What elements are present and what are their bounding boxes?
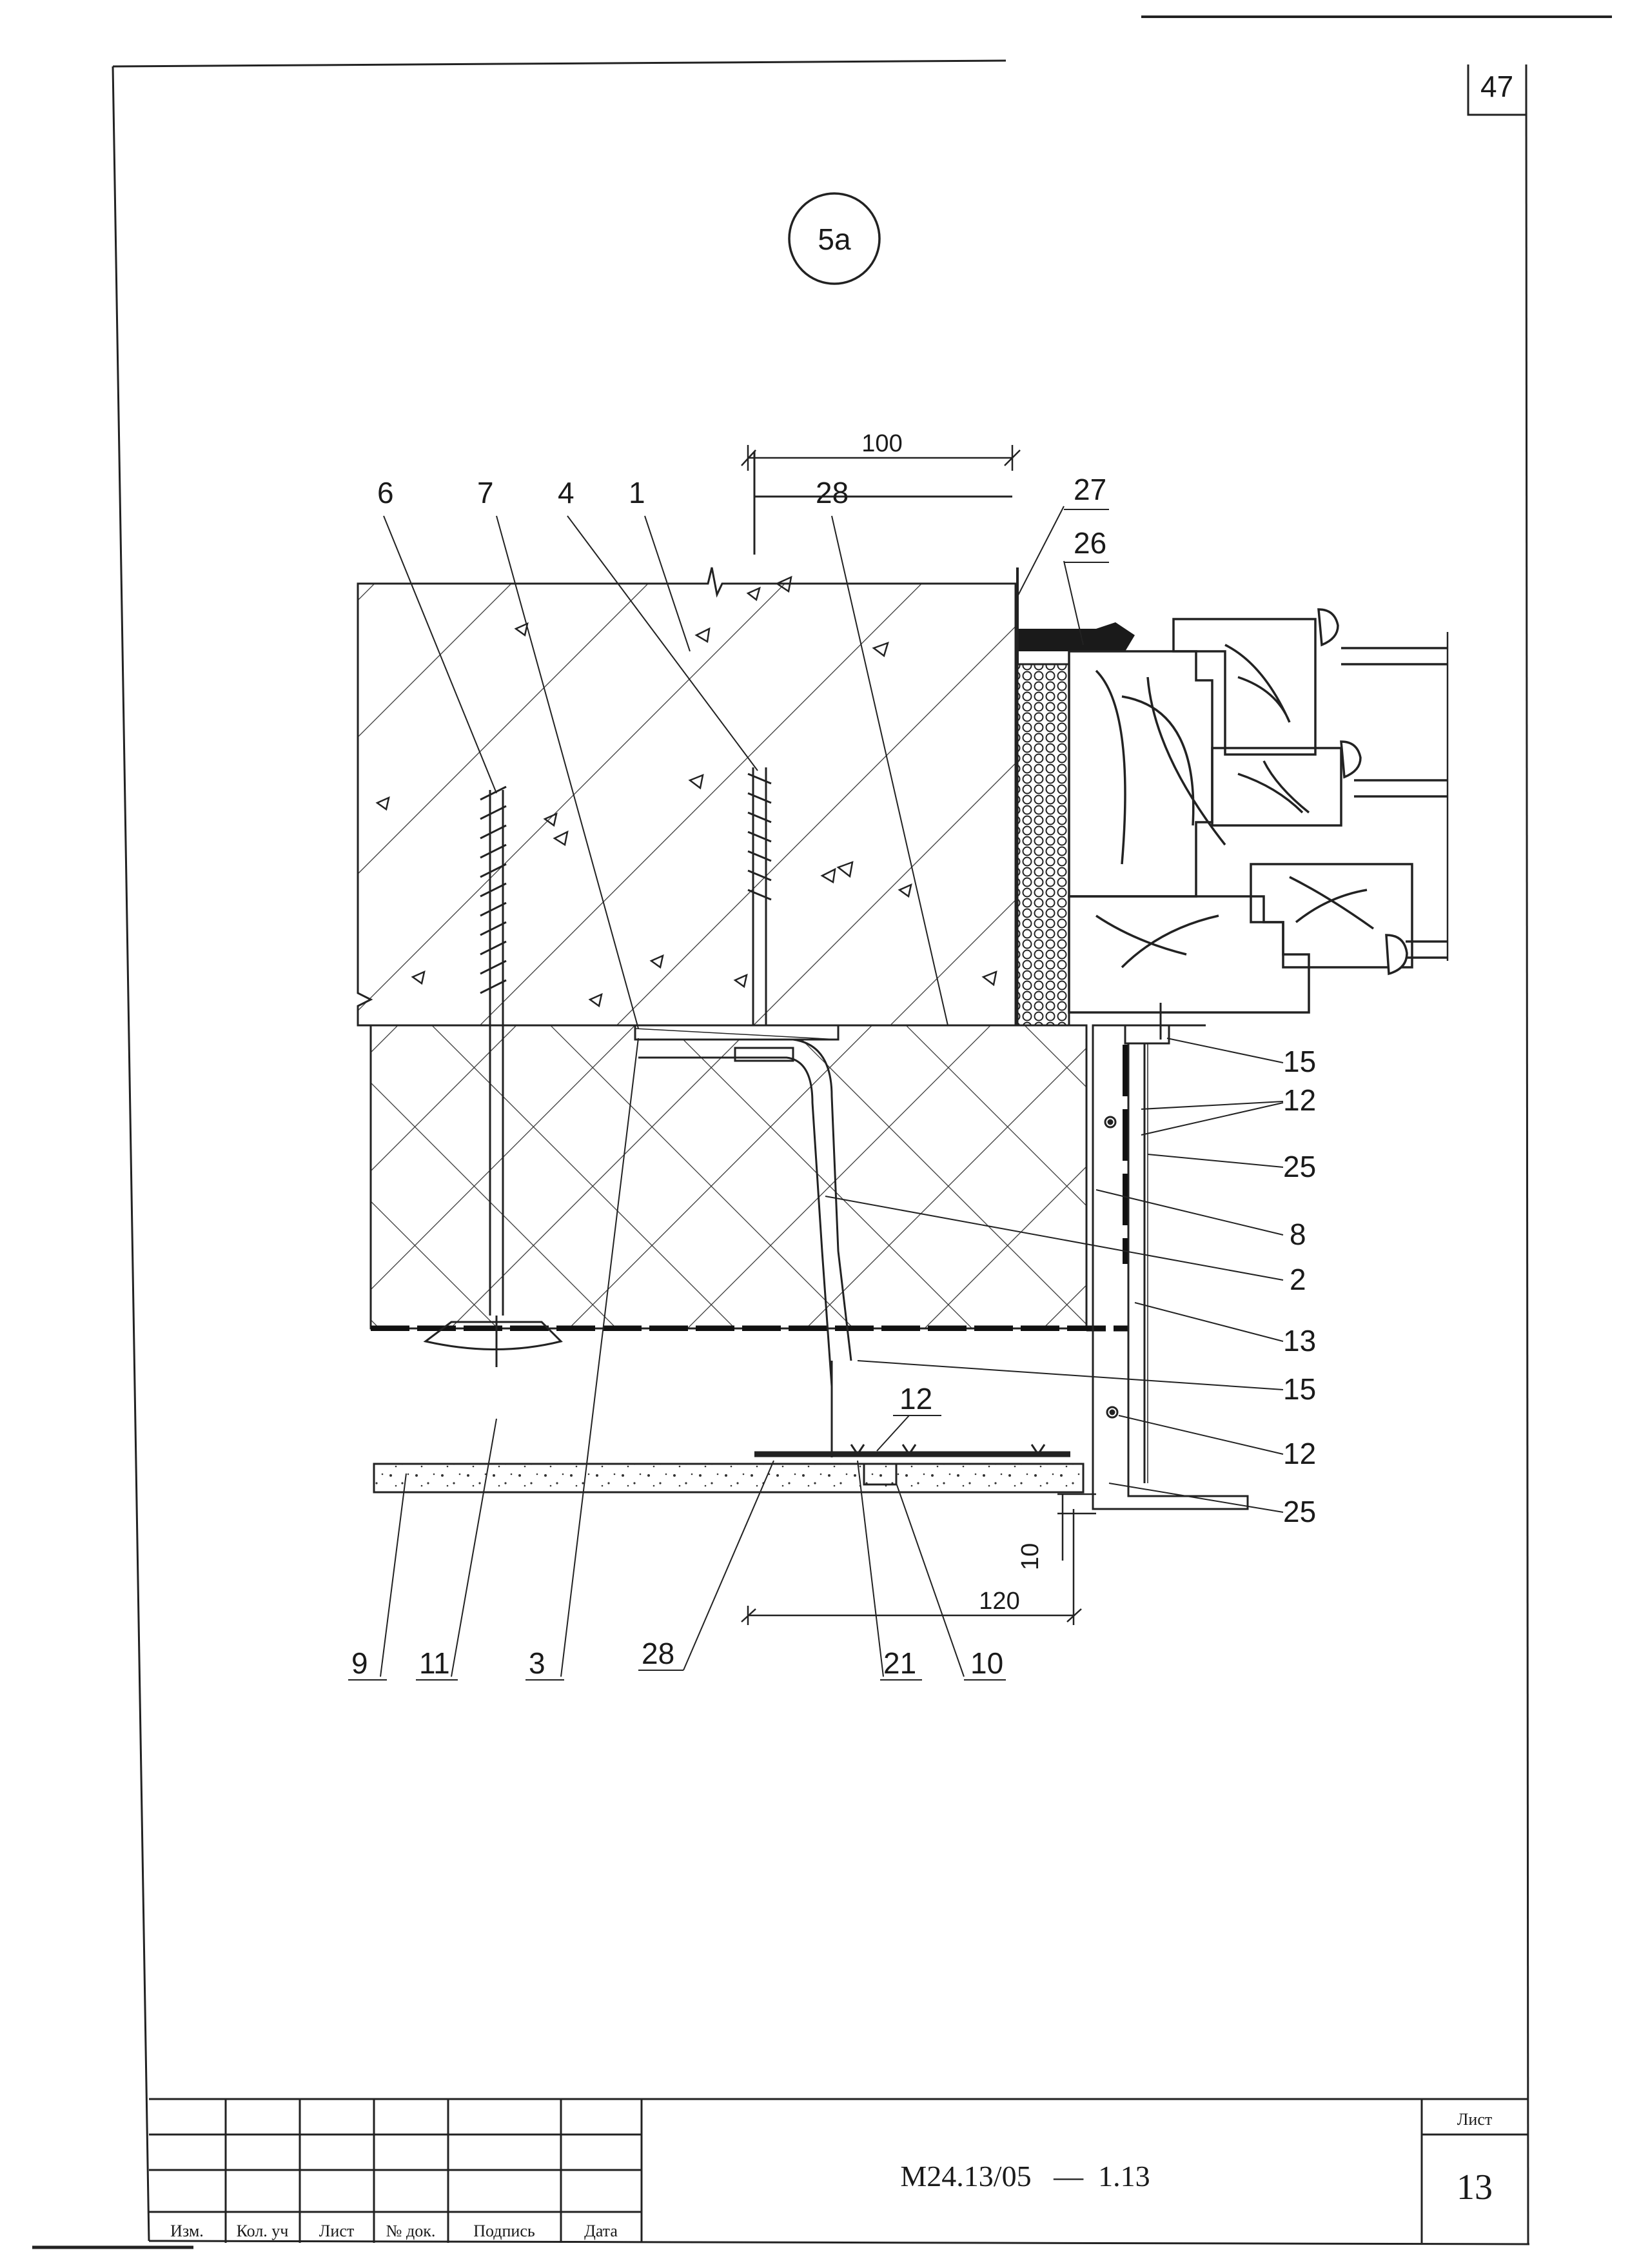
guide-rail: [754, 1444, 1070, 1486]
insulation-layer: [369, 1024, 1088, 1330]
window-frame: [1068, 608, 1449, 1014]
callout-9: 9: [351, 1646, 368, 1680]
callout-25-top: 25: [1283, 1150, 1316, 1183]
page-number: 47: [1480, 70, 1513, 103]
callout-27: 27: [1074, 473, 1106, 506]
tb-col-kol: Кол. уч: [237, 2222, 289, 2240]
callout-26: 26: [1074, 526, 1106, 560]
dimension-vertical: 10: [1017, 1543, 1044, 1570]
sealant-strip: [1017, 622, 1135, 651]
tb-col-doc: № док.: [386, 2222, 436, 2240]
wall-bracket: [634, 1024, 852, 1457]
callout-3: 3: [529, 1646, 545, 1680]
break-marks: [753, 451, 1012, 555]
document-code: М24.13/05 — 1.13: [900, 2160, 1150, 2193]
callout-13: 13: [1283, 1324, 1316, 1357]
callout-2: 2: [1290, 1263, 1306, 1296]
title-block: [149, 2098, 1528, 2243]
callout-8: 8: [1290, 1218, 1306, 1251]
sheet-number: 13: [1457, 2167, 1493, 2207]
tb-col-izm: Изм.: [170, 2222, 204, 2240]
callout-12-top: 12: [1283, 1083, 1316, 1117]
sheet-label: Лист: [1457, 2110, 1492, 2129]
leader-lines: [380, 506, 1284, 1677]
dimension-bottom: 120: [979, 1588, 1019, 1615]
sheet-frame: [32, 15, 1612, 2249]
tb-col-list: Лист: [319, 2222, 354, 2240]
dimension-lines: [741, 445, 1096, 1625]
callout-4: 4: [558, 476, 574, 509]
anchor-bolt: [747, 767, 772, 1025]
callout-12-inline: 12: [899, 1382, 932, 1415]
detail-marker-label: 5а: [818, 222, 851, 256]
insulation-dowel: [423, 785, 563, 1367]
callout-25-bottom: 25: [1283, 1495, 1316, 1528]
callout-12-bottom: 12: [1283, 1437, 1316, 1470]
foam-filler: [1016, 663, 1070, 1027]
callout-1: 1: [629, 476, 645, 509]
callout-7: 7: [477, 476, 494, 509]
callout-11: 11: [419, 1646, 450, 1680]
callout-28-bottom: 28: [642, 1637, 674, 1670]
tb-col-signature: Подпись: [473, 2222, 535, 2240]
corner-profile: [1092, 1003, 1249, 1510]
callout-15-top: 15: [1283, 1045, 1316, 1078]
tb-col-date: Дата: [584, 2222, 618, 2240]
detail-marker: 5а: [788, 192, 881, 285]
ventilated-gap: [371, 1331, 1086, 1464]
page-number-box: 47: [1467, 64, 1527, 116]
concrete-wall: [357, 567, 1017, 1027]
callout-10: 10: [970, 1646, 1003, 1680]
callout-28-top: 28: [816, 476, 849, 509]
callout-15-bottom: 15: [1283, 1372, 1316, 1406]
callout-6: 6: [377, 476, 394, 509]
callout-21: 21: [883, 1646, 916, 1680]
dimension-top: 100: [861, 430, 902, 457]
facade-panel: [373, 1463, 1085, 1494]
